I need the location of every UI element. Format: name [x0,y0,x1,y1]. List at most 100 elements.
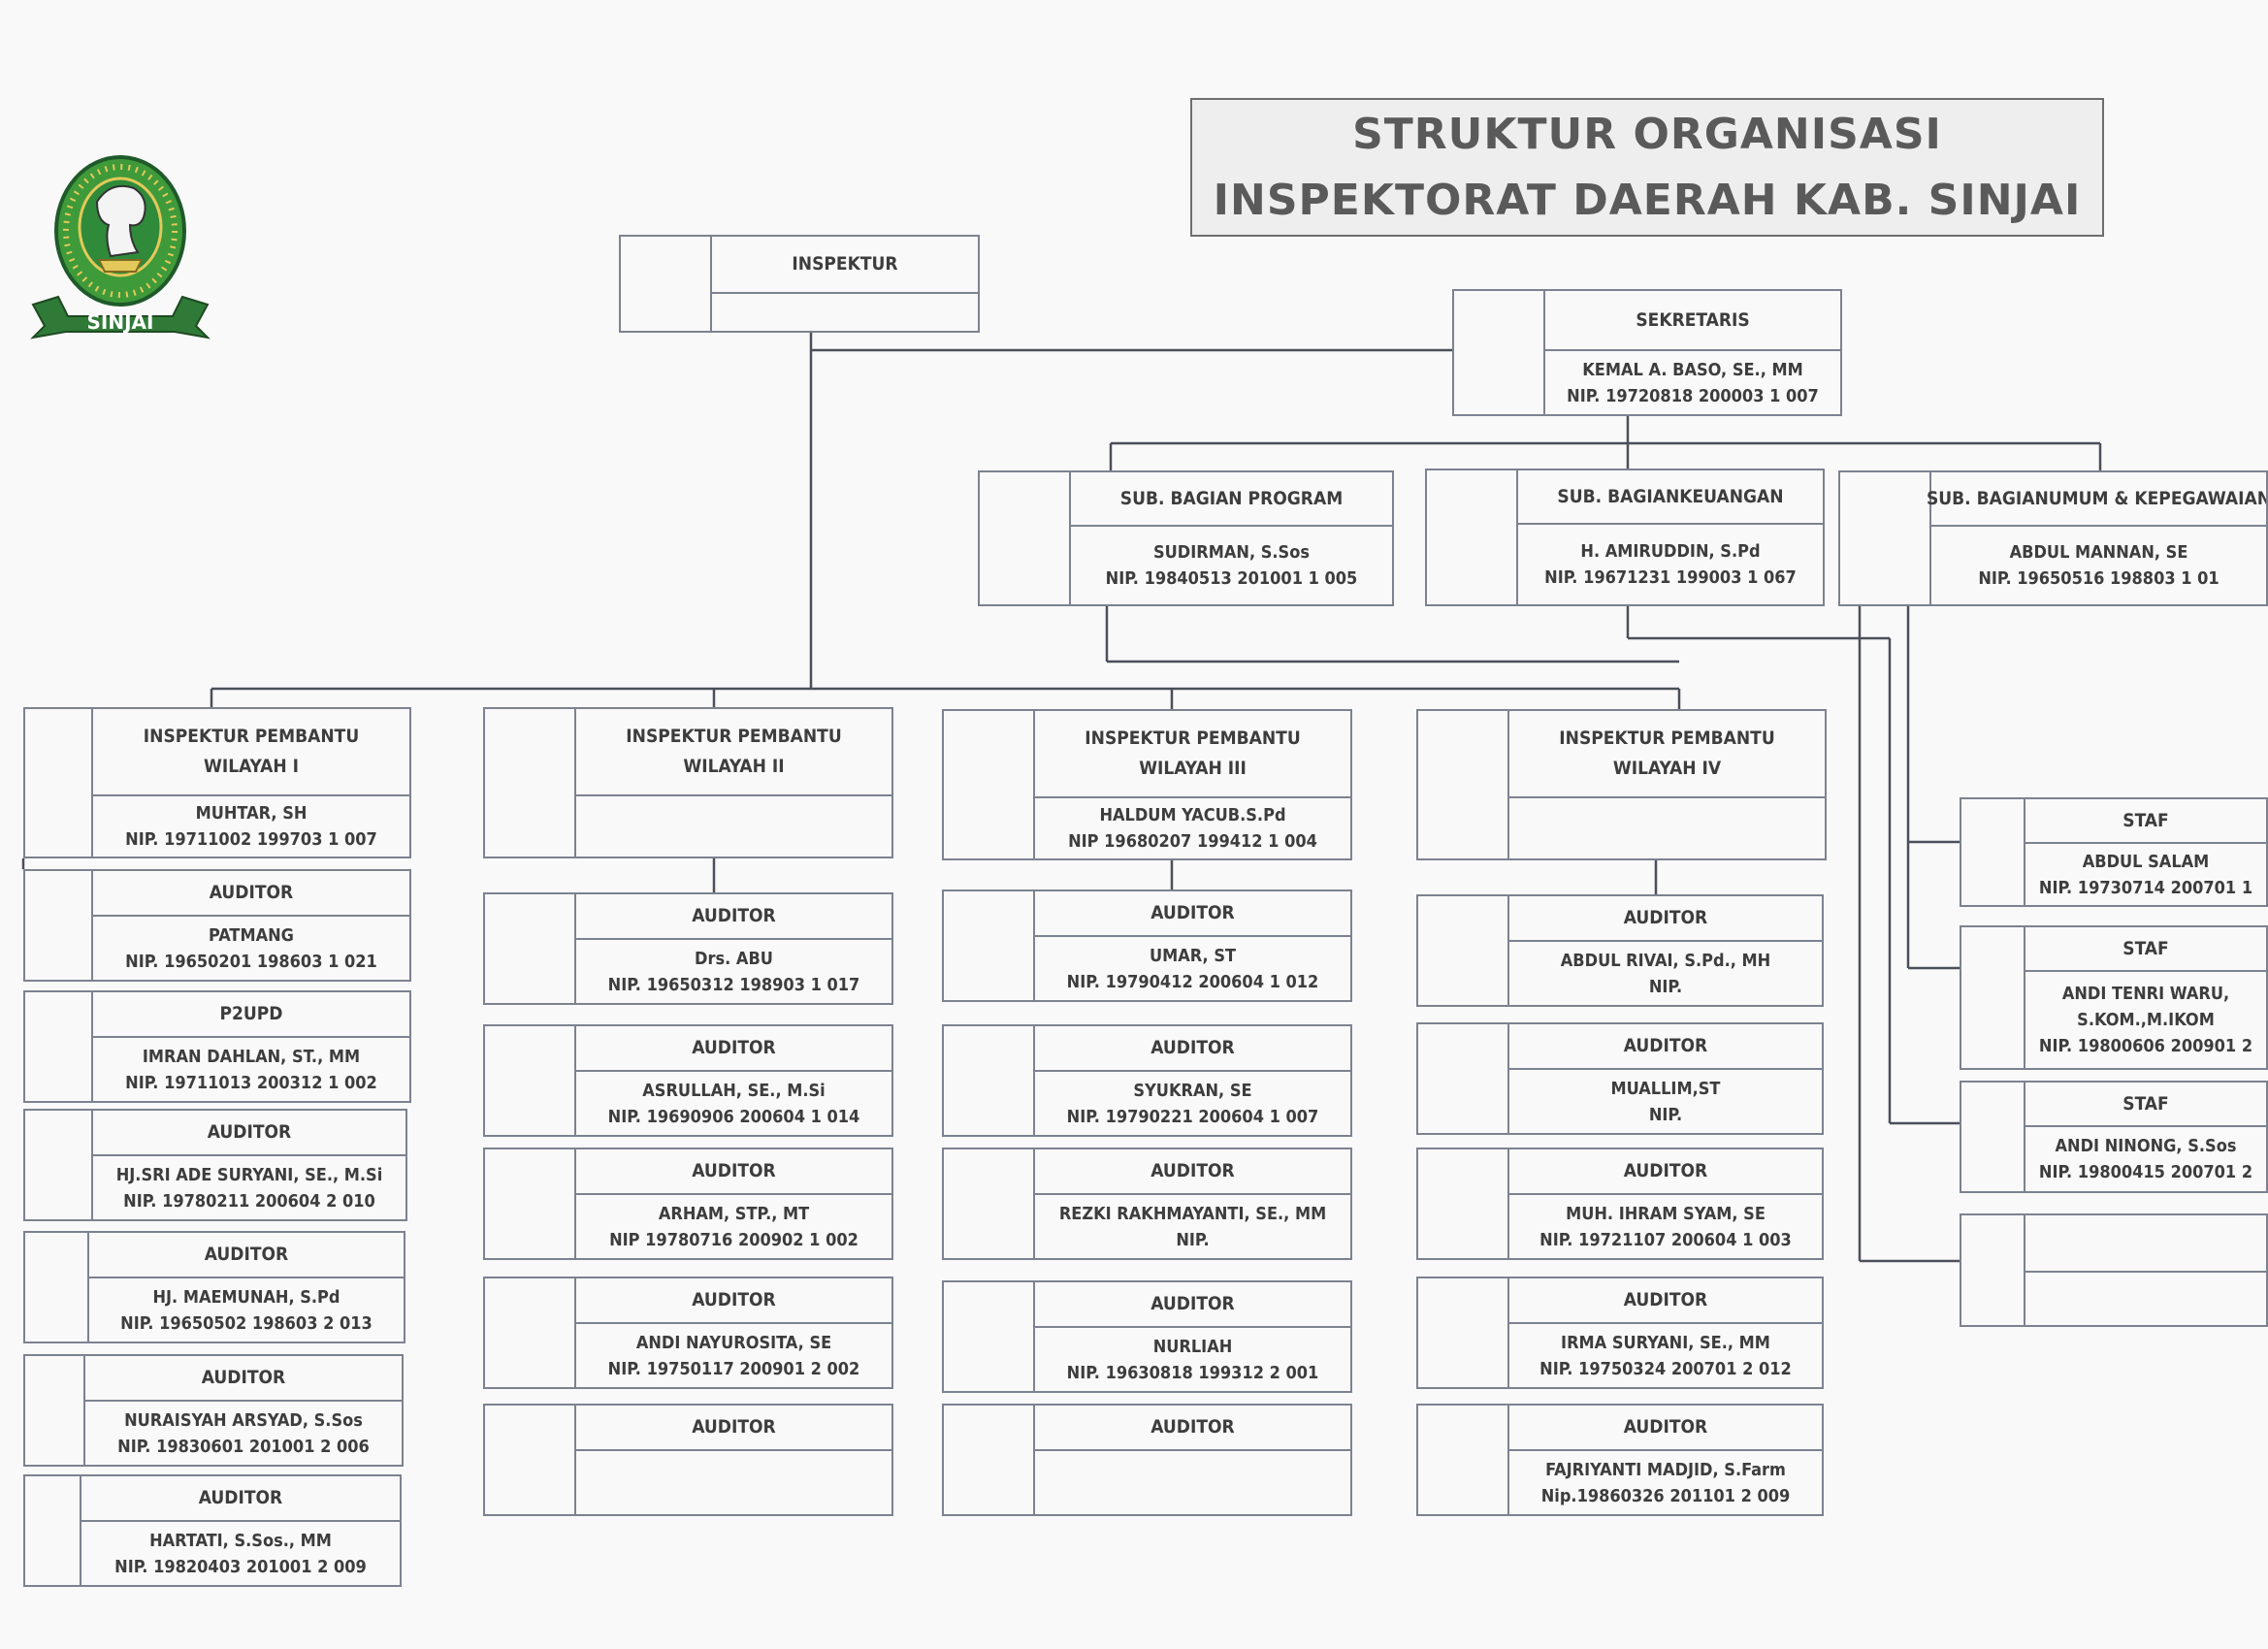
box-title-line: WILAYAH II [683,756,785,777]
box-title-line: AUDITOR [1150,1293,1235,1314]
box-person-info [576,796,891,857]
box-title-line: AUDITOR [198,1487,283,1508]
employee-id: NIP. 19750117 200901 2 002 [607,1358,860,1379]
employee-id: NIP. 19650312 198903 1 017 [607,974,860,995]
box-title: STAF [2025,799,2266,844]
box-side-cell [1418,1278,1509,1387]
employee-id: NIP. 19820403 201001 2 009 [114,1556,367,1577]
box-side-cell [1427,470,1518,604]
box-title-line: P2UPD [219,1003,283,1024]
employee-id: NIP. 19800415 200701 2 [2038,1162,2253,1182]
box-title-line: INSPEKTUR [792,253,898,275]
box-body [2025,1215,2266,1325]
box-side-cell [25,871,93,980]
chart-title-line-1: STRUKTUR ORGANISASI [1352,109,1942,159]
person-name: NURAISYAH ARSYAD, S.Sos [124,1409,363,1431]
person-name: FAJRIYANTI MADJID, S.Farm [1545,1459,1786,1480]
person-name: NURLIAH [1152,1336,1233,1357]
box-title-line: AUDITOR [692,1289,776,1310]
wilayah-3-member-box: AUDITOR SYUKRAN, SE NIP. 19790221 200604 1… [942,1024,1352,1137]
box-body: AUDITOR [1035,1406,1350,1514]
box-title: AUDITOR [576,1406,891,1451]
employee-id: NIP. 19711013 200312 1 002 [125,1072,377,1093]
box-side-cell [944,1149,1035,1258]
employee-id: NIP. [1648,976,1683,997]
person-name: SYUKRAN, SE [1133,1080,1252,1101]
sinjai-logo-icon: SINJAI [30,155,211,340]
box-person-info [576,1451,891,1514]
box-title-line: AUDITOR [1150,1037,1235,1058]
box-title: AUDITOR [1509,896,1822,942]
box-title: AUDITOR [1035,1149,1350,1195]
box-body: AUDITOR ANDI NAYUROSITA, SE NIP. 19750117 … [576,1278,891,1387]
employee-id: NIP. 19830601 201001 2 006 [117,1436,370,1457]
box-title: AUDITOR [85,1356,402,1402]
wilayah-3-member-box: AUDITOR NURLIAH NIP. 19630818 199312 2 001 [942,1280,1352,1393]
box-side-cell [944,711,1035,858]
person-name: ASRULLAH, SE., M.Si [642,1080,826,1101]
box-person-info [1035,1451,1350,1514]
box-title-line: AUDITOR [201,1367,286,1388]
person-name: H. AMIRUDDIN, S.Pd [1580,541,1761,562]
box-title: SUB. BAGIANUMUM & KEPEGAWAIAN [1927,472,2266,527]
person-name: SUDIRMAN, S.Sos [1153,542,1310,563]
box-title-line: AUDITOR [692,1037,776,1058]
wilayah-1-member-box: P2UPD IMRAN DAHLAN, ST., MM NIP. 19711013 … [23,990,411,1103]
box-side-cell [944,891,1035,1000]
box-side-cell [1961,1083,2025,1191]
person-name: ANDI NAYUROSITA, SE [635,1332,832,1353]
box-title: P2UPD [93,992,409,1038]
box-title: AUDITOR [93,1111,405,1156]
box-person-info: SYUKRAN, SE NIP. 19790221 200604 1 007 [1035,1072,1350,1135]
employee-id: NIP. 19790221 200604 1 007 [1066,1106,1319,1127]
person-name: ANDI NINONG, S.Sos [2055,1136,2237,1156]
box-title: AUDITOR [81,1476,400,1522]
person-name: MUALLIM,ST [1610,1078,1721,1099]
box-title-line: AUDITOR [692,1160,776,1181]
box-side-cell [25,992,93,1101]
box-title: AUDITOR [1035,1406,1350,1451]
box-side-cell [485,1406,576,1514]
box-side-cell [25,1356,85,1465]
box-title: AUDITOR [576,1149,891,1195]
box-title-line: STAF [2122,1092,2169,1115]
person-name: ABDUL SALAM [2082,851,2210,872]
person-name: IRMA SURYANI, SE., MM [1561,1332,1770,1353]
person-name: IMRAN DAHLAN, ST., MM [142,1046,361,1067]
box-title: AUDITOR [1509,1406,1822,1451]
person-name: HJ. MAEMUNAH, S.Pd [152,1286,340,1308]
employee-id: NIP. 19630818 199312 2 001 [1066,1362,1319,1383]
box-person-info [1509,798,1825,858]
